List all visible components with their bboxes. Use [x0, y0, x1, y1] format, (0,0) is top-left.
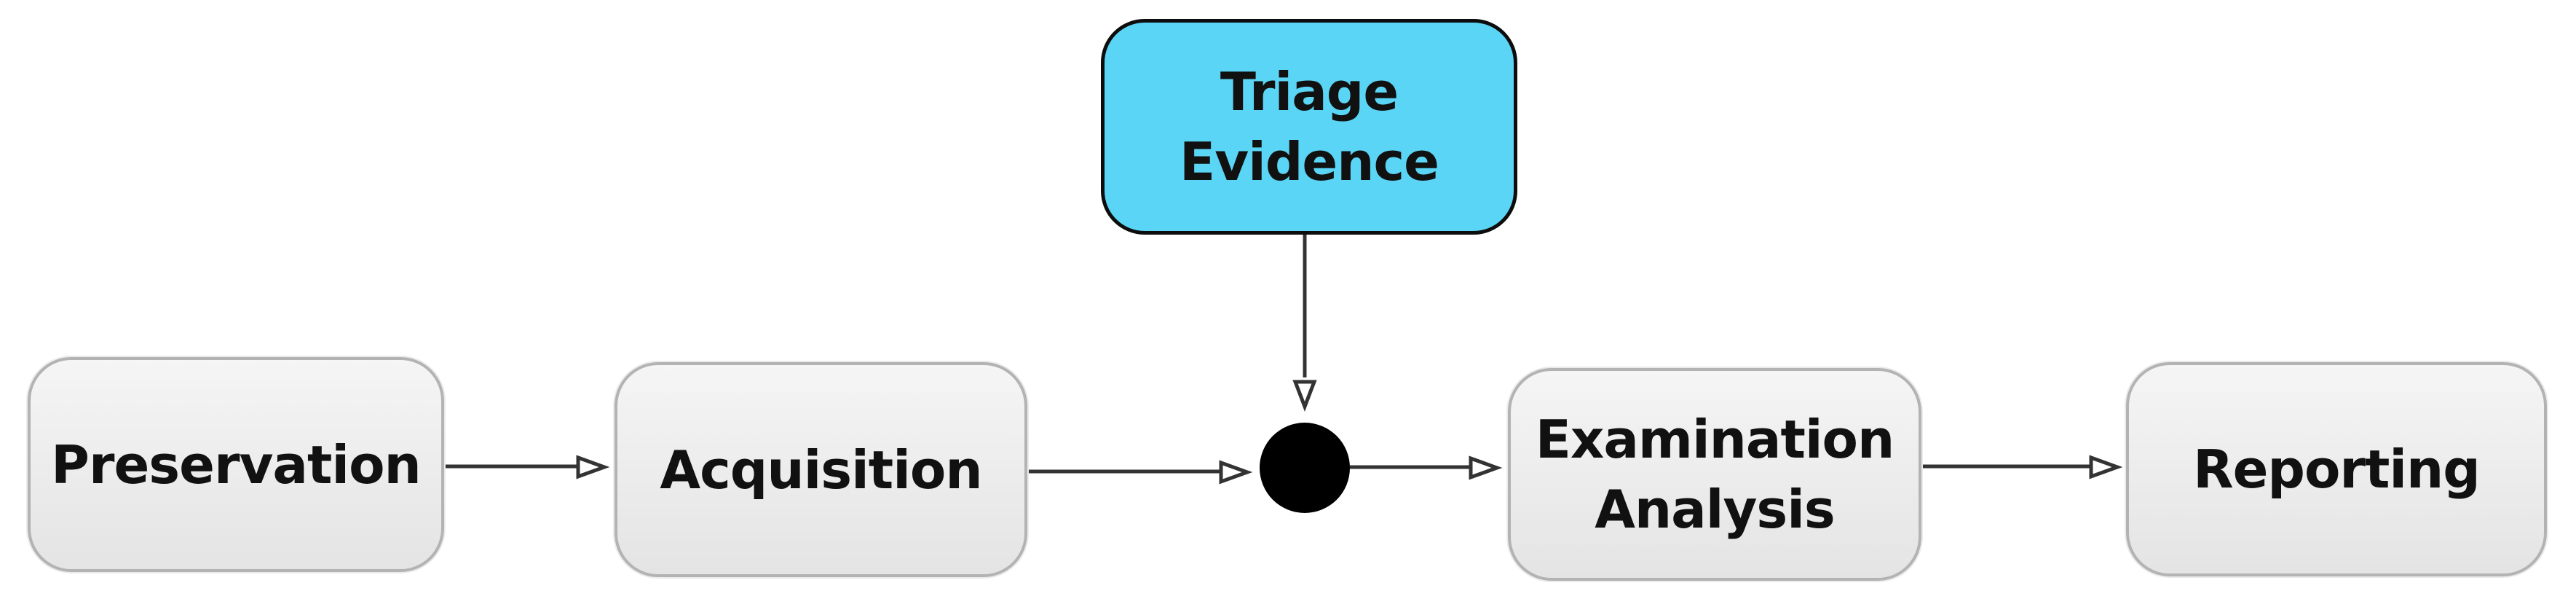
node-triage-evidence: Triage Evidence — [1101, 19, 1517, 235]
arrowhead-junction-top — [1292, 380, 1317, 412]
node-examination-analysis: Examination Analysis — [1508, 368, 1921, 581]
arrowhead-junction-left — [1219, 460, 1253, 485]
node-reporting: Reporting — [2126, 362, 2547, 576]
node-triage-evidence-label: Triage Evidence — [1180, 61, 1439, 192]
node-preservation: Preservation — [28, 357, 444, 572]
node-reporting-label: Reporting — [2193, 439, 2481, 500]
junction-node — [1260, 423, 1350, 513]
arrowhead-reporting — [2089, 455, 2123, 479]
node-preservation-label: Preservation — [51, 434, 422, 496]
arrowhead-acquisition — [576, 455, 610, 479]
node-acquisition: Acquisition — [615, 362, 1027, 577]
node-acquisition-label: Acquisition — [660, 439, 982, 501]
node-examination-analysis-label: Examination Analysis — [1535, 409, 1895, 540]
arrowhead-examination — [1469, 455, 1503, 480]
